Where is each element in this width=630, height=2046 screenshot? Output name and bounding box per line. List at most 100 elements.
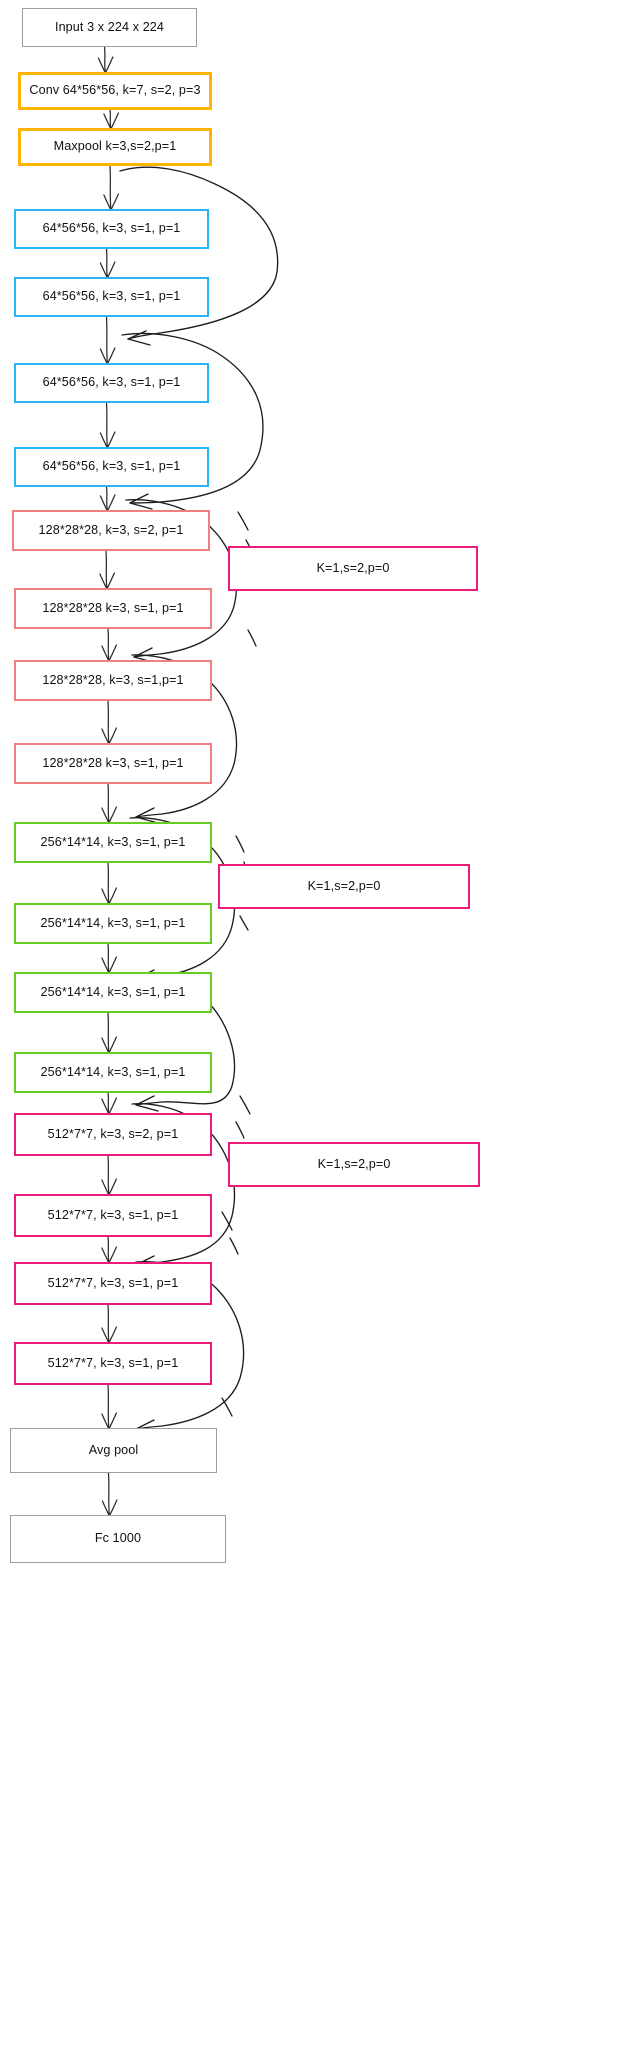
node-label: 64*56*56, k=3, s=1, p=1 bbox=[42, 375, 181, 390]
node-b4_2: 128*28*28 k=3, s=1, p=1 bbox=[14, 743, 212, 784]
flow-arrow-b1_2-to-b2_1 bbox=[105, 316, 109, 365]
node-label: Input 3 x 224 x 224 bbox=[54, 19, 165, 34]
node-label: 64*56*56, k=3, s=1, p=1 bbox=[42, 459, 181, 474]
flow-arrow-b4_1-to-b4_2 bbox=[107, 700, 110, 745]
node-label: Conv 64*56*56, k=7, s=2, p=3 bbox=[29, 83, 201, 98]
node-down2: K=1,s=2,p=0 bbox=[218, 864, 470, 909]
downsample-tick-2 bbox=[247, 629, 257, 647]
flow-arrow-b8_2-to-avgpool bbox=[107, 1384, 110, 1430]
skip-arrowhead-skip2 bbox=[129, 493, 153, 510]
arrowhead bbox=[99, 494, 116, 513]
arrowhead bbox=[103, 112, 120, 131]
node-label: 256*14*14, k=3, s=1, p=1 bbox=[40, 834, 186, 849]
node-b3_1: 128*28*28, k=3, s=2, p=1 bbox=[12, 510, 210, 551]
node-b4_1: 128*28*28, k=3, s=1,p=1 bbox=[14, 660, 212, 701]
flow-arrow-b2_2-to-b3_1 bbox=[105, 486, 109, 512]
downsample-tick-0 bbox=[237, 511, 249, 531]
node-maxpool: Maxpool k=3,s=2,p=1 bbox=[18, 128, 212, 166]
node-label: 512*7*7, k=3, s=2, p=1 bbox=[47, 1126, 179, 1141]
node-b2_1: 64*56*56, k=3, s=1, p=1 bbox=[14, 363, 209, 403]
flow-arrow-b4_2-to-b5_1 bbox=[107, 783, 110, 824]
node-input: Input 3 x 224 x 224 bbox=[22, 8, 197, 47]
flow-arrow-b2_1-to-b2_2 bbox=[105, 402, 109, 449]
node-b1_1: 64*56*56, k=3, s=1, p=1 bbox=[14, 209, 209, 249]
arrowhead bbox=[101, 1097, 118, 1116]
arrowhead bbox=[101, 727, 118, 746]
node-label: 256*14*14, k=3, s=1, p=1 bbox=[40, 984, 186, 999]
arrowhead bbox=[101, 644, 118, 663]
flow-arrow-conv1-to-maxpool bbox=[109, 109, 112, 130]
node-label: 64*56*56, k=3, s=1, p=1 bbox=[42, 289, 181, 304]
node-b2_2: 64*56*56, k=3, s=1, p=1 bbox=[14, 447, 209, 487]
arrowhead bbox=[101, 1499, 118, 1518]
node-b6_2: 256*14*14, k=3, s=1, p=1 bbox=[14, 1052, 212, 1093]
node-label: 128*28*28, k=3, s=2, p=1 bbox=[38, 522, 184, 537]
flow-arrow-b5_1-to-b5_2 bbox=[107, 862, 110, 905]
node-label: Fc 1000 bbox=[94, 1531, 142, 1546]
node-b8_2: 512*7*7, k=3, s=1, p=1 bbox=[14, 1342, 212, 1385]
node-label: 64*56*56, k=3, s=1, p=1 bbox=[42, 221, 181, 236]
flow-arrow-b6_1-to-b6_2 bbox=[107, 1012, 110, 1054]
node-label: K=1,s=2,p=0 bbox=[307, 878, 381, 893]
downsample-tick-8 bbox=[221, 1211, 233, 1231]
node-b7_2: 512*7*7, k=3, s=1, p=1 bbox=[14, 1194, 212, 1237]
downsample-tick-6 bbox=[239, 1095, 251, 1115]
downsample-tick-5 bbox=[239, 915, 249, 931]
flow-arrow-b7_1-to-b7_2 bbox=[107, 1155, 110, 1196]
skip-arrowhead-skip6 bbox=[135, 1095, 159, 1112]
flow-arrow-b6_2-to-b7_1 bbox=[107, 1092, 110, 1115]
downsample-tick-3 bbox=[235, 835, 245, 853]
flow-arrow-b3_1-to-b3_2 bbox=[105, 550, 108, 590]
node-label: K=1,s=2,p=0 bbox=[317, 1156, 391, 1171]
node-b5_1: 256*14*14, k=3, s=1, p=1 bbox=[14, 822, 212, 863]
node-fc: Fc 1000 bbox=[10, 1515, 226, 1563]
arrowhead bbox=[101, 806, 118, 825]
node-b8_1: 512*7*7, k=3, s=1, p=1 bbox=[14, 1262, 212, 1305]
skip-connection-arrows bbox=[119, 166, 279, 1436]
downsample-tick-9 bbox=[229, 1237, 239, 1255]
node-label: 256*14*14, k=3, s=1, p=1 bbox=[40, 915, 186, 930]
arrowhead bbox=[101, 1412, 118, 1431]
flow-arrow-maxpool-to-b1_1 bbox=[109, 165, 112, 211]
arrowhead bbox=[101, 1246, 118, 1265]
node-b7_1: 512*7*7, k=3, s=2, p=1 bbox=[14, 1113, 212, 1156]
arrowhead bbox=[99, 261, 116, 280]
node-down1: K=1,s=2,p=0 bbox=[228, 546, 478, 591]
node-label: 512*7*7, k=3, s=1, p=1 bbox=[47, 1355, 179, 1370]
arrowhead bbox=[101, 1036, 118, 1055]
node-label: 512*7*7, k=3, s=1, p=1 bbox=[47, 1207, 179, 1222]
node-label: Avg pool bbox=[88, 1442, 139, 1457]
node-label: 128*28*28 k=3, s=1, p=1 bbox=[42, 600, 184, 615]
flow-arrow-avgpool-to-fc bbox=[107, 1472, 111, 1517]
node-label: 256*14*14, k=3, s=1, p=1 bbox=[40, 1064, 186, 1079]
arrowhead bbox=[99, 431, 116, 450]
node-b5_2: 256*14*14, k=3, s=1, p=1 bbox=[14, 903, 212, 944]
flow-arrow-b1_1-to-b1_2 bbox=[105, 248, 109, 279]
arrowhead bbox=[101, 887, 118, 906]
arrowhead bbox=[101, 1326, 118, 1345]
node-label: 128*28*28, k=3, s=1,p=1 bbox=[42, 672, 184, 687]
node-b3_2: 128*28*28 k=3, s=1, p=1 bbox=[14, 588, 212, 629]
flow-arrow-input-to-conv1 bbox=[103, 46, 107, 74]
arrowhead bbox=[103, 193, 120, 212]
downsample-tick-7 bbox=[235, 1121, 245, 1139]
flow-arrow-b7_2-to-b8_1 bbox=[107, 1236, 110, 1264]
flow-arrow-b5_2-to-b6_1 bbox=[107, 943, 110, 974]
node-label: Maxpool k=3,s=2,p=1 bbox=[53, 139, 177, 154]
flow-arrow-b3_2-to-b4_1 bbox=[107, 628, 110, 662]
downsample-tick-10 bbox=[221, 1397, 233, 1417]
node-conv1: Conv 64*56*56, k=7, s=2, p=3 bbox=[18, 72, 212, 110]
flow-arrow-b8_1-to-b8_2 bbox=[107, 1304, 110, 1344]
node-label: K=1,s=2,p=0 bbox=[316, 560, 390, 575]
arrowhead bbox=[101, 1178, 118, 1197]
node-label: 512*7*7, k=3, s=1, p=1 bbox=[47, 1275, 179, 1290]
node-avgpool: Avg pool bbox=[10, 1428, 217, 1473]
node-down3: K=1,s=2,p=0 bbox=[228, 1142, 480, 1187]
node-b1_2: 64*56*56, k=3, s=1, p=1 bbox=[14, 277, 209, 317]
arrowhead bbox=[99, 572, 116, 591]
node-label: 128*28*28 k=3, s=1, p=1 bbox=[42, 755, 184, 770]
arrowhead bbox=[101, 956, 118, 975]
arrowhead bbox=[97, 56, 114, 75]
skip-arrowhead-skip1 bbox=[127, 330, 151, 346]
